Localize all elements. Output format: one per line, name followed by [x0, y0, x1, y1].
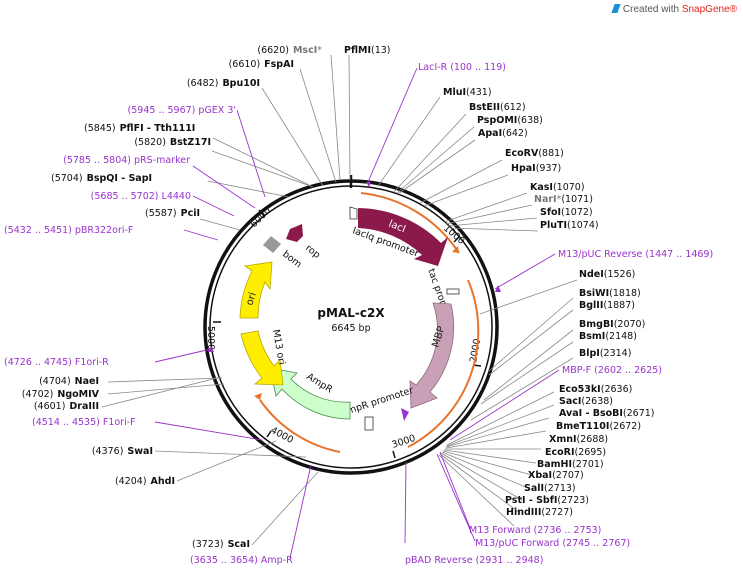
site-pflMI: PflMI(13)	[344, 45, 391, 56]
leader-lines	[101, 54, 578, 546]
site-xbaI: XbaI(2707)	[528, 470, 584, 481]
site-bsiWI: BsiWI(1818)	[579, 288, 641, 299]
site-mluI: MluI(431)	[443, 87, 492, 98]
site-sacI: SacI(2638)	[559, 396, 613, 407]
site-naeI: (4704)NaeI	[39, 376, 99, 387]
tick-6000: 6000	[248, 205, 273, 230]
site-bspQI: (5704)BspQI - SapI	[51, 173, 152, 184]
site-bmeT110I: BmeT110I(2672)	[556, 421, 641, 432]
site-ahdI: (4204)AhdI	[115, 476, 175, 487]
primer-pgex3: (5945 .. 5967) pGEX 3'	[128, 105, 236, 116]
primer-leader-lines	[154, 67, 560, 559]
primer-f1oriR: (4726 .. 4745) F1ori-R	[4, 357, 109, 368]
site-kasI: KasI(1070)	[530, 182, 585, 193]
site-bamHI: BamHI(2701)	[537, 459, 604, 470]
primer-pbr: (5432 .. 5451) pBR322ori-F	[4, 225, 133, 236]
site-bmgBI: BmgBI(2070)	[579, 319, 645, 330]
site-eco53kI: Eco53kI(2636)	[559, 384, 632, 395]
plasmid-size: 6645 bp	[331, 323, 370, 334]
site-hindIII: HindIII(2727)	[506, 507, 573, 518]
orf-laci-arrowhead	[452, 246, 459, 253]
site-hpaI: HpaI(937)	[511, 163, 561, 174]
site-apaI: ApaI(642)	[478, 128, 528, 139]
tick-2000: 2000	[468, 338, 483, 364]
primer-m13fwd: M13 Forward (2736 .. 2753)	[469, 525, 601, 536]
feature-ori[interactable]	[239, 261, 273, 319]
feature-ampr-label: AmpR	[304, 371, 334, 396]
site-blpI: BlpI(2314)	[579, 348, 631, 359]
feature-ampr-promoter-box	[364, 416, 374, 431]
primer-laciR: LacI-R (100 .. 119)	[418, 62, 506, 73]
primer-pbad: pBAD Reverse (2931 .. 2948)	[405, 555, 543, 566]
feature-laci[interactable]	[358, 208, 448, 266]
site-pspOMI: PspOMI(638)	[477, 115, 543, 126]
site-ecoRI: EcoRI(2695)	[545, 447, 606, 458]
site-draIII: (4601)DraIII	[34, 401, 99, 412]
tick-4000: 4000	[269, 425, 296, 446]
feature-mbp[interactable]	[409, 302, 455, 409]
site-bglII: BglII(1887)	[579, 300, 635, 311]
site-ngoMIV: (4702)NgoMIV	[22, 389, 100, 400]
site-swaI: (4376)SwaI	[92, 446, 153, 457]
site-avaI: AvaI - BsoBI(2671)	[559, 408, 655, 419]
site-pstI: PstI - SbfI(2723)	[505, 495, 589, 506]
orf-ampr-arrowhead	[254, 393, 262, 400]
site-fspAI: (6610)FspAI	[229, 59, 294, 70]
site-ndeI: NdeI(1526)	[579, 269, 635, 280]
feature-ori-label: ori	[244, 291, 258, 307]
site-xmnI: XmnI(2688)	[549, 434, 608, 445]
primer-mbpF: MBP-F (2602 .. 2625)	[562, 365, 662, 376]
primer-f1oriF: (4514 .. 4535) F1ori-F	[32, 417, 136, 428]
feature-laciq-box	[349, 206, 358, 220]
site-scaI: (3723)ScaI	[192, 539, 250, 550]
site-sfoI: SfoI(1072)	[540, 207, 593, 218]
orf-ampr-arc	[259, 399, 341, 453]
primer-m13pucfwd: M13/pUC Forward (2745 .. 2767)	[475, 538, 630, 549]
feature-rop-label: rop	[303, 243, 322, 261]
site-salI: SalI(2713)	[524, 483, 576, 494]
primer-marks	[208, 182, 501, 421]
feature-m13ori-label: M13 ori	[270, 329, 287, 366]
primer-m13puc-reverse: M13/pUC Reverse (1447 .. 1469)	[558, 249, 713, 260]
tick-5000: 5000	[205, 326, 216, 350]
orf-laci-arc	[360, 192, 460, 254]
primer-l4440: (5685 .. 5702) L4440	[91, 191, 191, 202]
feature-rop[interactable]	[286, 224, 303, 242]
site-bsmI: BsmI(2148)	[579, 331, 637, 342]
orf-mbp-arc	[407, 279, 480, 448]
site-bstEII: BstEII(612)	[469, 102, 526, 113]
feature-bom-label: bom	[280, 249, 303, 271]
feature-tac-box	[446, 288, 460, 295]
feature-bom[interactable]	[263, 236, 281, 253]
site-mscI: (6620)MscI*	[257, 45, 322, 56]
primer-ampR: (3635 .. 3654) Amp-R	[190, 555, 293, 566]
site-bpu10I: (6482)Bpu10I	[187, 78, 260, 89]
site-ecoRV: EcoRV(881)	[505, 148, 564, 159]
snapgene-credit: Created with SnapGene®	[611, 4, 737, 15]
site-pluTI: PluTI(1074)	[540, 220, 599, 231]
feature-m13ori[interactable]	[240, 330, 284, 386]
tick-3000: 3000	[391, 433, 417, 451]
site-pciI: (5587)PciI	[145, 208, 200, 219]
primer-prs: (5785 .. 5804) pRS-marker	[63, 155, 190, 166]
site-narI: NarI*(1071)	[534, 194, 593, 205]
site-pflFI: (5845)PflFI - Tth111I	[84, 123, 195, 134]
plasmid-name: pMAL-c2X	[317, 306, 385, 320]
site-bstZ17I: (5820)BstZ17I	[134, 137, 211, 148]
